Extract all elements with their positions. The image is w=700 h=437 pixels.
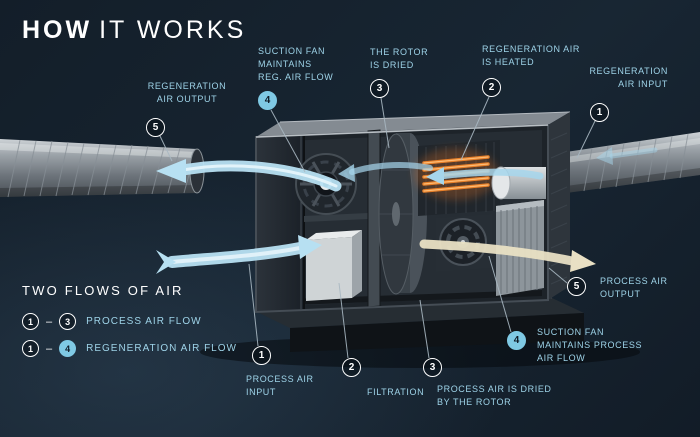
callout-label-reg-air-heated: REGENERATION AIR IS HEATED [482,44,580,68]
callout-badge-process-air-output: 5 [567,277,586,296]
callout-badge-reg-air-output: 5 [146,118,165,137]
legend-title: TWO FLOWS OF AIR [22,283,184,298]
callout-badge-process-air-input: 1 [252,346,271,365]
callout-badge-suction-fan-reg: 4 [258,91,277,110]
control-box [306,230,362,301]
leader-lines [159,96,596,359]
callout-badge-reg-air-heated: 2 [482,78,501,97]
callout-label-suction-fan-reg: SUCTION FAN MAINTAINS REG. AIR FLOW [258,46,334,83]
callout-label-suction-fan-process: SUCTION FAN MAINTAINS PROCESS AIR FLOW [537,327,643,364]
legend-badge-process-to: 3 [59,313,77,330]
right-duct [566,132,700,193]
callout-label-reg-air-output: REGENERATION AIR OUTPUT [147,81,227,105]
callout-label-rotor-dried: THE ROTOR IS DRIED [370,47,429,71]
callout-label-filtration: FILTRATION [367,387,425,397]
callout-badge-process-air-dried: 3 [423,358,442,377]
callout-label-process-air-dried: PROCESS AIR IS DRIED BY THE ROTOR [437,384,552,408]
cabinet-top-face [256,112,570,137]
legend-row-process-air-flow: 1 – 3 PROCESS AIR FLOW [22,313,237,330]
legend: TWO FLOWS OF AIR 1 – 3 PROCESS AIR FLOW … [22,283,237,357]
callout-label-reg-air-input: REGENERATION AIR INPUT [589,66,668,90]
process-air-input-arrow [156,235,322,274]
callout-badge-filtration: 2 [342,358,361,377]
legend-label-process-air-flow: PROCESS AIR FLOW [86,316,202,327]
legend-badge-regeneration-from: 1 [22,340,39,357]
legend-badge-regeneration-to: 4 [59,340,77,357]
heated-air-arrow [426,167,544,185]
callout-label-process-air-input: PROCESS AIR INPUT [246,374,314,398]
callout-badge-reg-air-input: 1 [590,103,609,122]
left-duct [0,139,205,198]
cabinet-left-panel [256,135,304,312]
divider-wall [367,129,381,308]
dehumidifier-cabinet [255,111,571,314]
page-title-rest: IT WORKS [99,16,247,44]
page-title-bold: HOW [22,16,93,44]
regeneration-heater [414,140,500,216]
process-air-output-arrow [419,239,596,272]
regeneration-air-output-arrow [156,159,342,192]
rotor-to-fan-arrow [338,162,433,182]
legend-row-regeneration-air-flow: 1 – 4 REGENERATION AIR FLOW [22,340,237,357]
legend-badge-process-from: 1 [22,313,39,330]
legend-label-regeneration-air-flow: REGENERATION AIR FLOW [86,343,237,354]
callout-label-process-air-output: PROCESS AIR OUTPUT [600,276,668,300]
callout-badge-suction-fan-process: 4 [507,331,526,350]
callout-badge-rotor-dried: 3 [370,79,389,98]
legend-dash: – [46,315,53,328]
legend-dash: – [46,342,53,355]
